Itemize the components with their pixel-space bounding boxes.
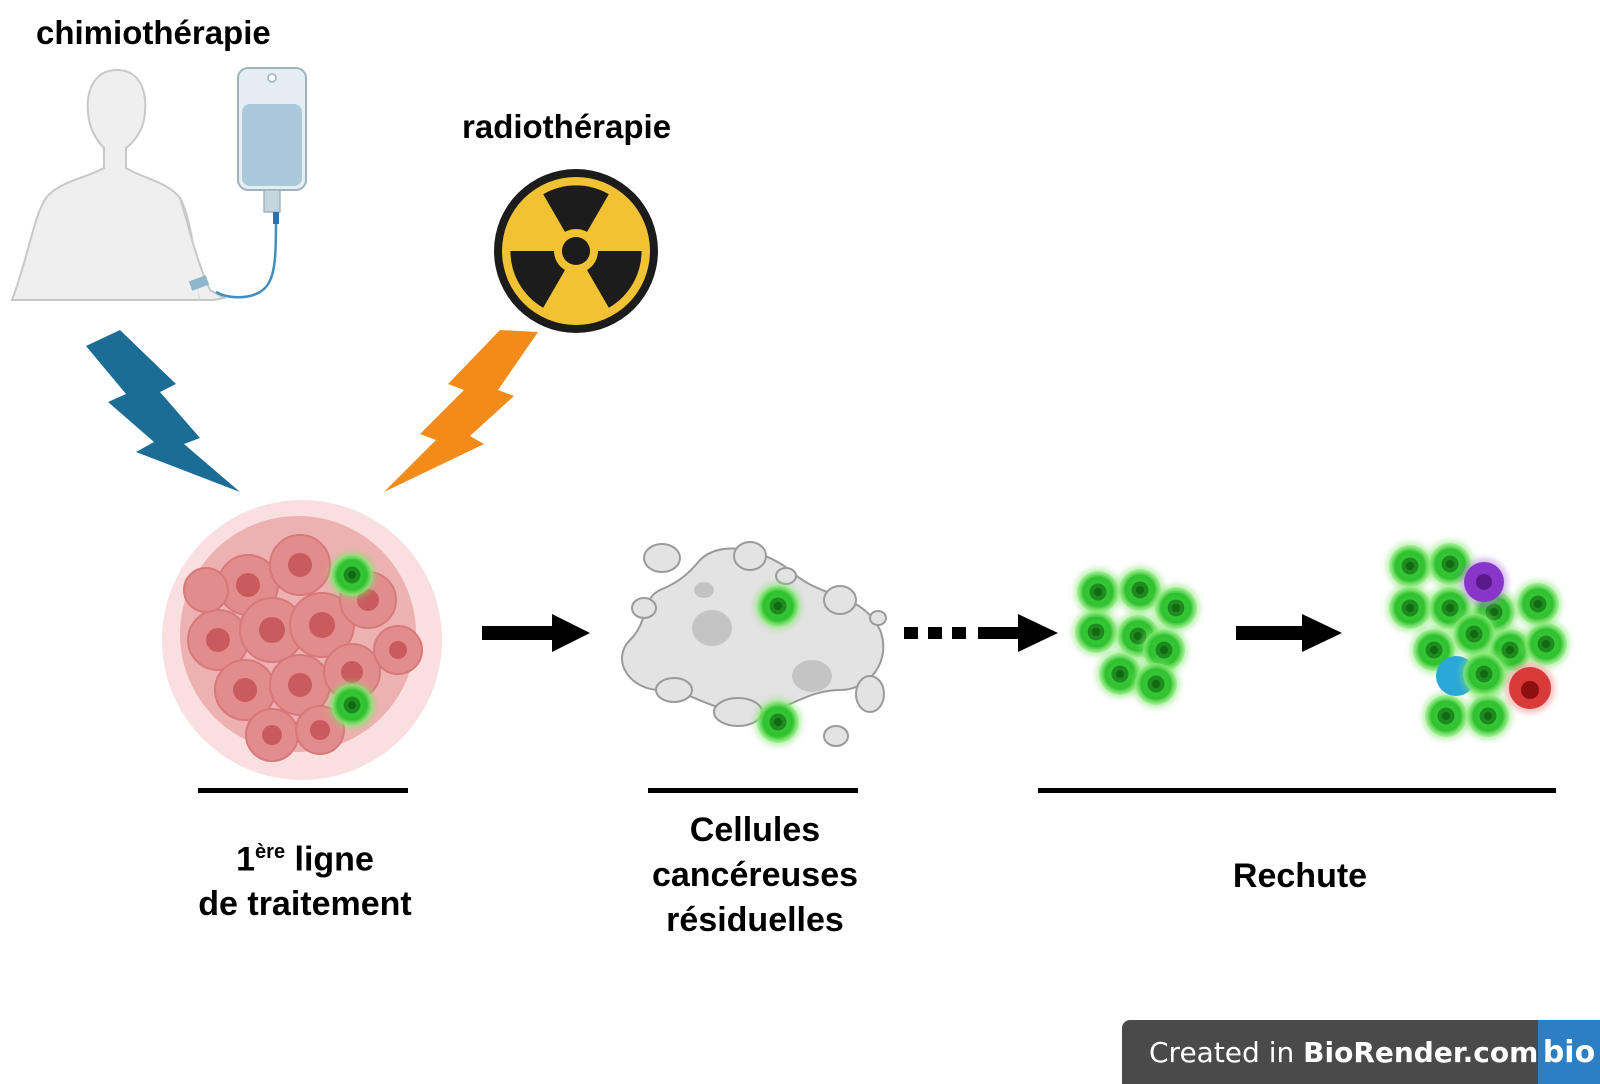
resistant-cell: [328, 681, 376, 729]
radio-label: radiothérapie: [462, 108, 672, 145]
relapse-caption: Rechute: [1232, 857, 1368, 895]
human-body-icon: [10, 68, 227, 301]
underline-residual: [648, 788, 858, 793]
underline-first-line: [198, 788, 408, 793]
biorender-watermark: Created in BioRender.com bio: [1122, 1020, 1600, 1084]
tumor-cluster: [162, 500, 442, 780]
iv-bag-icon: [188, 67, 307, 299]
residual-cells: [620, 541, 887, 747]
biorender-logo: bio: [1538, 1020, 1600, 1084]
lightning-bolt-icon: [86, 330, 240, 492]
residual-nuclei: [692, 582, 832, 692]
residual-caption: Cellules cancéreuses résiduelles: [651, 811, 859, 939]
red-cell: [1505, 663, 1555, 713]
dotted-arrow-icon: [904, 614, 1058, 652]
resistant-cell: [328, 551, 376, 599]
relapse-cluster-small: [1072, 566, 1200, 708]
arrow-right-icon: [1236, 614, 1342, 652]
purple-cell: [1460, 558, 1508, 606]
lightning-bolt-icon: [384, 330, 538, 492]
resistant-cell: [754, 582, 802, 630]
resistant-cell: [754, 698, 802, 746]
arrow-right-icon: [482, 614, 590, 652]
first-line-caption: 1ère ligne de traitement: [198, 840, 412, 924]
underline-relapse: [1038, 788, 1556, 793]
radiation-icon: [494, 169, 658, 333]
chemo-label: chimiothérapie: [36, 14, 271, 51]
